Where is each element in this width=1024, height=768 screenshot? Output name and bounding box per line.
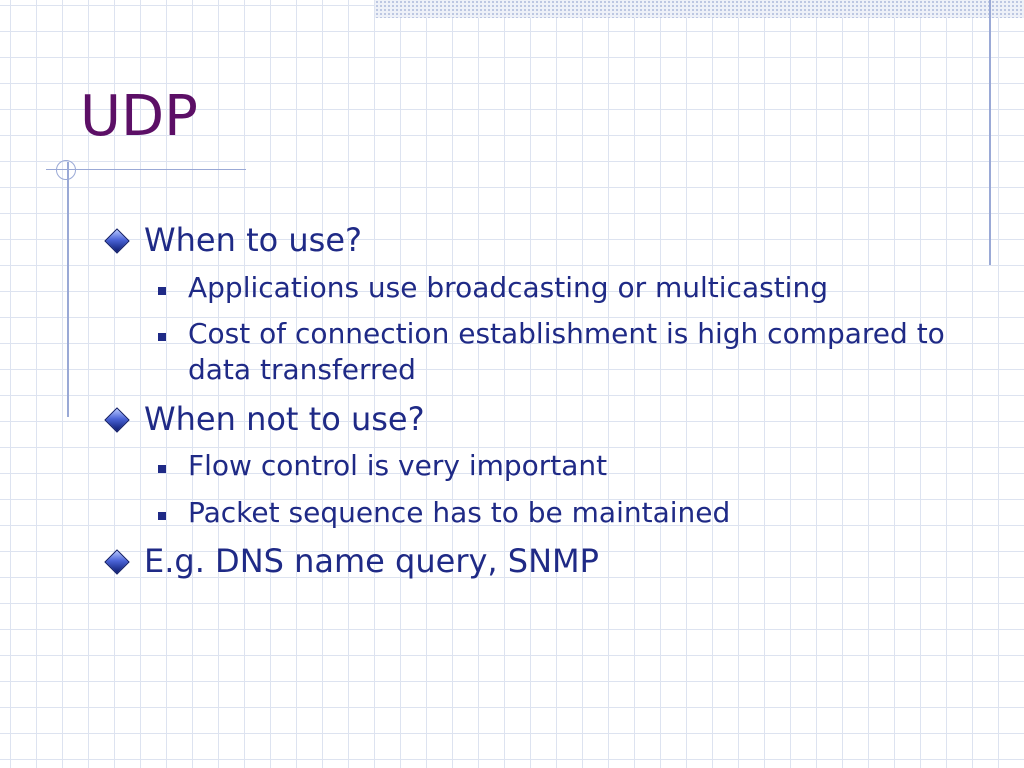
slide-body: When to use? Applications use broadcasti… bbox=[104, 220, 964, 591]
bullet-text: When to use? bbox=[144, 221, 362, 259]
subbullet-text: Applications use broadcasting or multica… bbox=[188, 270, 828, 304]
subbullet-text: Flow control is very important bbox=[188, 449, 608, 483]
bullet-text: When not to use? bbox=[144, 399, 425, 438]
subbullet-list: Flow control is very important Packet se… bbox=[104, 448, 964, 531]
square-bullet-icon bbox=[158, 332, 166, 341]
subbullet-item: Packet sequence has to be maintained bbox=[104, 495, 964, 531]
bullet-example: E.g. DNS name query, SNMP bbox=[104, 541, 964, 583]
slide-title: UDP bbox=[80, 84, 198, 149]
diamond-bullet-icon bbox=[104, 549, 130, 575]
bullet-when-to-use: When to use? bbox=[104, 220, 964, 262]
title-underline-rule bbox=[46, 169, 246, 170]
bullet-when-not-to-use: When not to use? bbox=[104, 399, 964, 441]
top-decorative-band bbox=[375, 0, 1024, 18]
diamond-bullet-icon bbox=[104, 407, 130, 433]
right-vertical-rule bbox=[989, 0, 991, 265]
circle-ornament bbox=[56, 160, 76, 180]
diamond-bullet-icon bbox=[104, 228, 130, 254]
square-bullet-icon bbox=[158, 286, 166, 295]
subbullet-list: Applications use broadcasting or multica… bbox=[104, 270, 964, 389]
square-bullet-icon bbox=[158, 511, 166, 520]
bullet-text: E.g. DNS name query, SNMP bbox=[144, 542, 599, 581]
subbullet-text: Packet sequence has to be maintained bbox=[188, 495, 731, 529]
square-bullet-icon bbox=[158, 465, 166, 474]
subbullet-text: Cost of connection establishment is high… bbox=[188, 316, 945, 387]
left-vertical-rule bbox=[67, 162, 69, 417]
subbullet-item: Cost of connection establishment is high… bbox=[104, 316, 964, 389]
subbullet-item: Applications use broadcasting or multica… bbox=[104, 270, 964, 306]
subbullet-item: Flow control is very important bbox=[104, 448, 964, 484]
